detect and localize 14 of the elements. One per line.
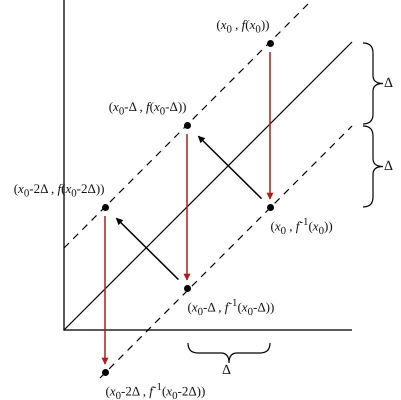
point-label: (x$_{0}$-Δ , f(x$_{0}$-Δ))	[108, 100, 186, 118]
arrow	[102, 216, 108, 365]
point-label: (x$_{0}$-Δ , f$^{-1}$(x$_{0}$-Δ))	[188, 296, 274, 318]
arrow	[198, 136, 262, 200]
delta-label: Δ	[384, 159, 394, 175]
arrow	[184, 134, 190, 281]
point-label: (x$_{0}$ , f$^{-1}$(x$_{0}$))	[270, 214, 333, 238]
arrow	[266, 52, 274, 200]
point-label: (x$_{0}$ , f(x$_{0}$))	[216, 18, 270, 36]
point-label: (x$_{0}$-2Δ , f$^{-1}$(x$_{0}$-2Δ))	[106, 380, 206, 400]
point-label: (x$_{0}$-2Δ , f(x$_{0}$-2Δ))	[14, 182, 104, 200]
delta-label: Δ	[222, 363, 232, 379]
arrow	[116, 218, 179, 280]
delta-label: Δ	[384, 76, 394, 92]
